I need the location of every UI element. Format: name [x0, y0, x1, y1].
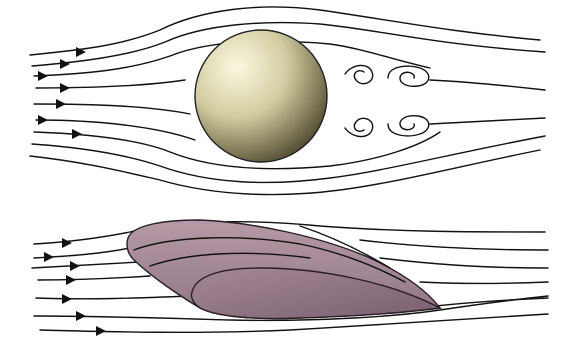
streamlined-body	[127, 220, 440, 319]
streamline	[430, 80, 545, 90]
wake-vortex	[345, 65, 373, 83]
arrowhead	[62, 294, 72, 304]
streamline	[38, 276, 150, 280]
wake-vortex	[388, 66, 429, 86]
arrowhead	[38, 71, 48, 81]
streamline	[420, 282, 548, 284]
wake-vortex	[388, 116, 429, 136]
streamline	[36, 120, 195, 140]
airfoil-panel	[32, 220, 548, 336]
streamline	[360, 240, 548, 250]
sphere-panel	[30, 7, 545, 195]
arrowhead	[62, 238, 72, 248]
sphere	[195, 30, 327, 162]
wake-vortex	[345, 118, 373, 136]
arrowhead	[60, 59, 70, 69]
arrowhead	[96, 326, 106, 336]
arrowhead	[38, 115, 48, 125]
streamline	[430, 118, 545, 124]
arrowhead	[70, 261, 80, 271]
arrowhead	[60, 83, 70, 93]
arrowhead	[72, 129, 82, 139]
streamline	[36, 80, 185, 88]
streamline	[380, 258, 548, 268]
streamline	[32, 262, 140, 268]
arrowhead	[76, 311, 86, 321]
streamline	[36, 296, 190, 299]
arrowhead	[56, 99, 66, 109]
arrowhead	[44, 252, 54, 262]
wake-vortices	[345, 65, 429, 136]
arrowhead	[66, 275, 76, 285]
